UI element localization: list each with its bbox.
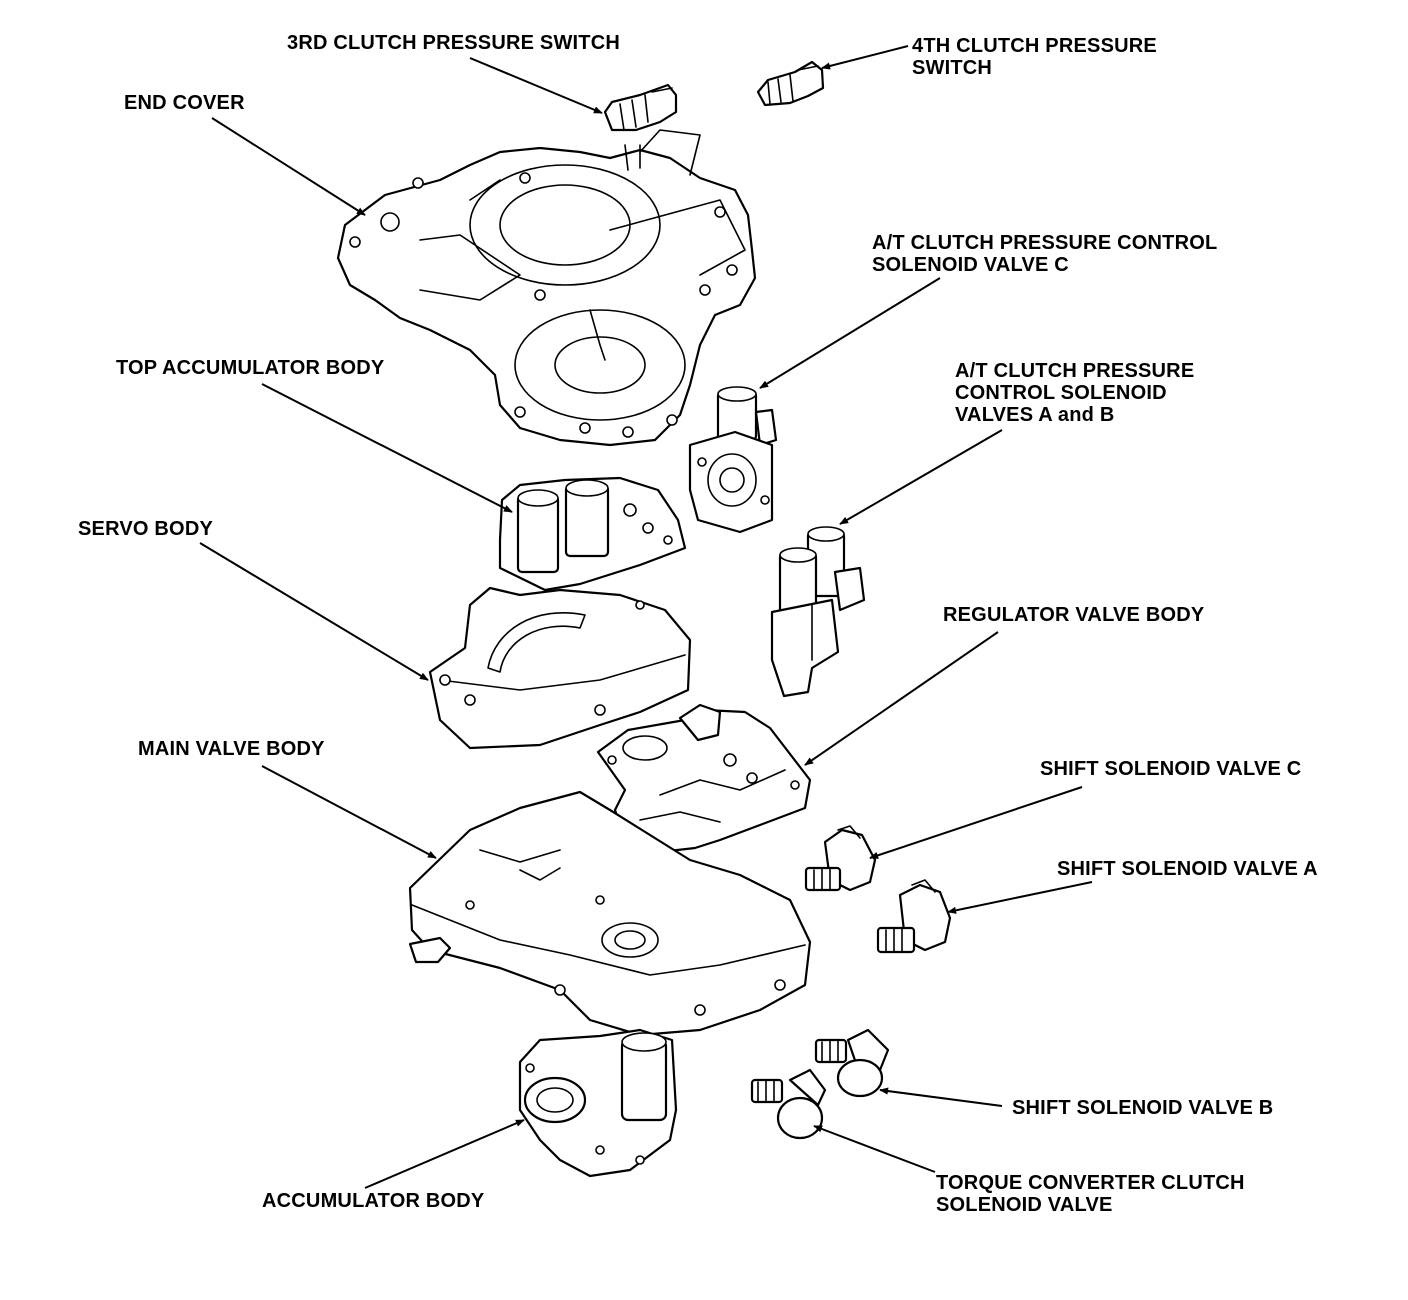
leader-top-accumulator	[261, 383, 513, 513]
top-accumulator-part	[498, 476, 687, 592]
label-top-accumulator-body: TOP ACCUMULATOR BODY	[116, 357, 385, 379]
label-line: SWITCH	[912, 57, 993, 79]
label-line: SOLENOID VALVE	[936, 1194, 1113, 1216]
label-solenoid-valve-c: A/T CLUTCH PRESSURE CONTROL SOLENOID VAL…	[872, 232, 1217, 276]
label-end-cover: END COVER	[124, 92, 245, 114]
accumulator-part	[518, 1028, 678, 1178]
leader-shift-b	[879, 1087, 1003, 1107]
clutch3-switch-part	[603, 83, 678, 132]
leader-clutch3	[469, 57, 603, 114]
label-shift-solenoid-valve-b: SHIFT SOLENOID VALVE B	[1012, 1097, 1274, 1119]
label-main-valve-body: MAIN VALVE BODY	[138, 738, 325, 760]
label-4th-clutch-pressure-switch: 4TH CLUTCH PRESSURE SWITCH	[912, 35, 1157, 79]
leader-regulator	[804, 631, 999, 766]
leader-servo	[199, 542, 429, 681]
label-line: A/T CLUTCH PRESSURE	[955, 360, 1195, 382]
shift-a-part	[876, 879, 952, 954]
leader-main-valve	[261, 765, 437, 859]
label-servo-body: SERVO BODY	[78, 518, 213, 540]
torque-converter-part	[750, 1068, 827, 1140]
label-3rd-clutch-pressure-switch: 3RD CLUTCH PRESSURE SWITCH	[287, 32, 620, 54]
label-line: TORQUE CONVERTER CLUTCH	[936, 1172, 1245, 1194]
end-cover-part	[336, 129, 757, 447]
regulator-valve-part	[596, 703, 812, 854]
leader-accumulator	[364, 1119, 525, 1189]
label-regulator-valve-body: REGULATOR VALVE BODY	[943, 604, 1205, 626]
label-accumulator-body: ACCUMULATOR BODY	[262, 1190, 485, 1212]
label-line: SOLENOID VALVE C	[872, 254, 1069, 276]
solenoid-c-part	[688, 386, 778, 534]
solenoid-ab-part	[770, 526, 866, 698]
label-line: CONTROL SOLENOID	[955, 382, 1167, 404]
label-line: A/T CLUTCH PRESSURE CONTROL	[872, 232, 1218, 254]
leader-solenoid-c	[759, 277, 941, 389]
label-shift-solenoid-valve-c: SHIFT SOLENOID VALVE C	[1040, 758, 1302, 780]
label-line: VALVES A and B	[955, 404, 1115, 426]
leader-solenoid-ab	[839, 429, 1003, 525]
shift-c-part	[804, 825, 877, 892]
leader-shift-a	[947, 881, 1093, 914]
leader-clutch4	[821, 45, 909, 70]
label-shift-solenoid-valve-a: SHIFT SOLENOID VALVE A	[1057, 858, 1318, 880]
leader-shift-c	[869, 786, 1083, 859]
main-valve-part	[408, 790, 812, 1037]
label-torque-converter-clutch-solenoid-valve: TORQUE CONVERTER CLUTCH SOLENOID VALVE	[936, 1172, 1245, 1216]
leader-torque-converter	[813, 1125, 936, 1173]
clutch4-switch-part	[756, 60, 825, 107]
servo-body-part	[428, 586, 692, 750]
label-solenoid-valves-a-b: A/T CLUTCH PRESSURE CONTROL SOLENOID VAL…	[955, 360, 1194, 426]
leader-lines	[199, 45, 1093, 1189]
label-line: 4TH CLUTCH PRESSURE	[912, 35, 1157, 57]
shift-b-part	[814, 1028, 890, 1098]
leader-end-cover	[211, 117, 366, 216]
